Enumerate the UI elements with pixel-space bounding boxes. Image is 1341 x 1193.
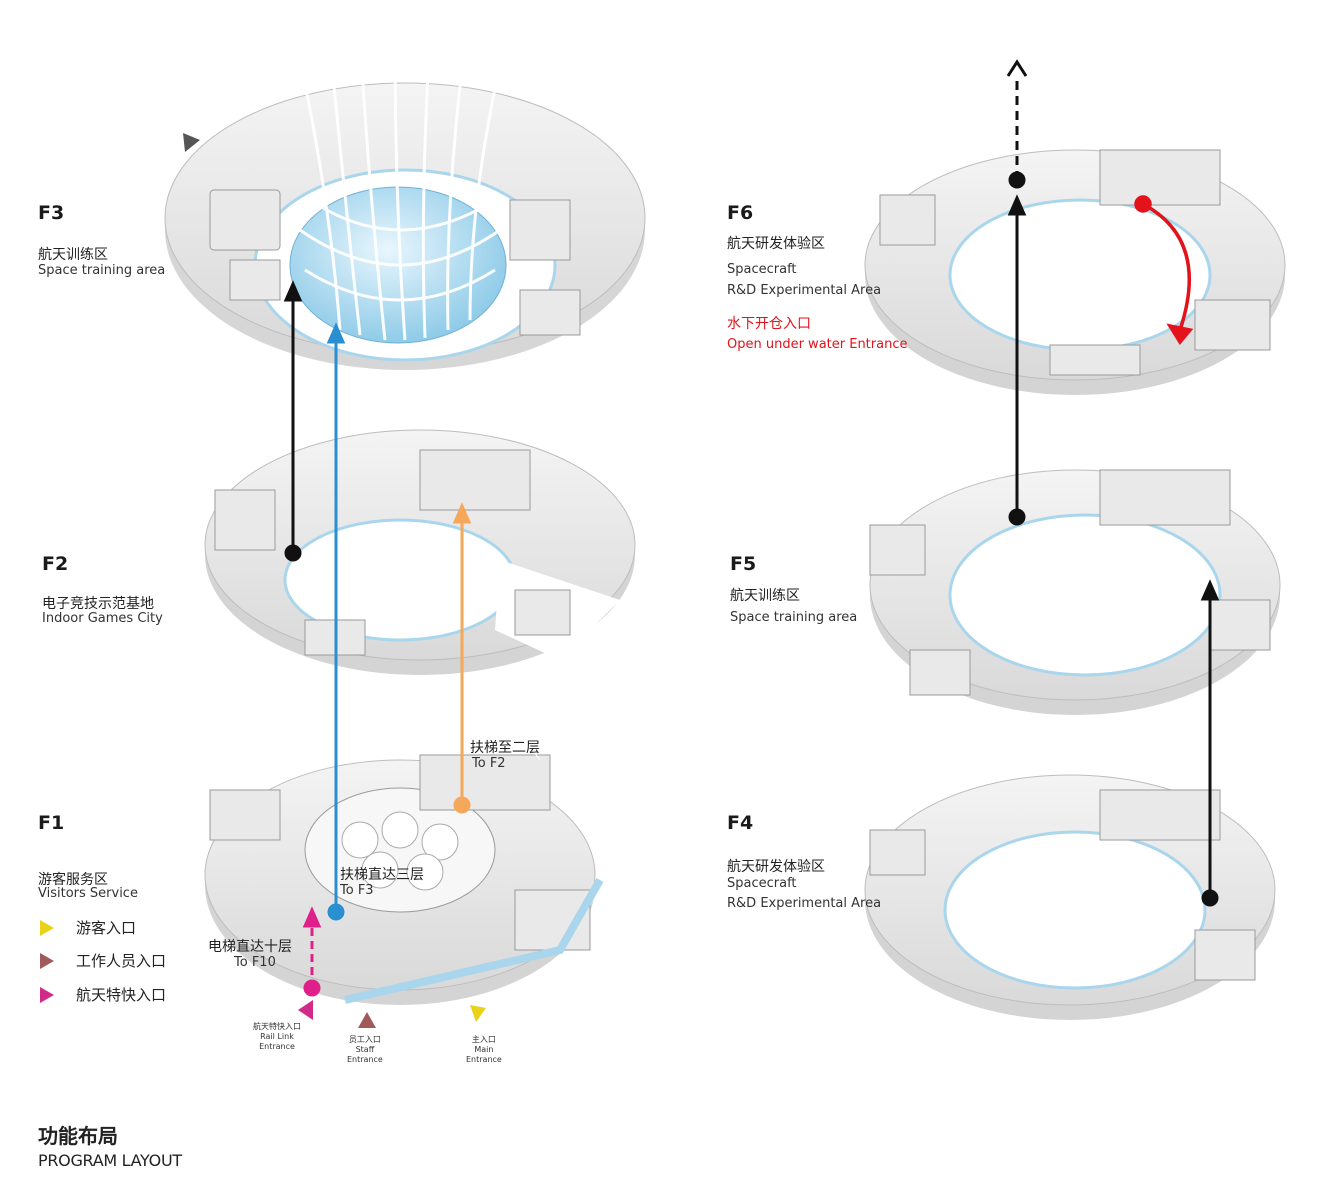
black-arrow-f2-f3 xyxy=(283,280,303,562)
floor-f5-plan xyxy=(869,469,1281,715)
staff-entrance-label: 员工入口 Staff Entrance xyxy=(347,1035,383,1064)
floor-f1-plan xyxy=(204,719,604,1005)
f1-zh-label: 游客服务区 xyxy=(38,872,108,888)
elevator-zh: 电梯直达十层 xyxy=(208,939,292,955)
triangle-icon xyxy=(40,986,54,1003)
main-entrance-marker xyxy=(470,1005,486,1022)
page-title-zh: 功能布局 xyxy=(38,1124,118,1148)
magenta-arrow-to-f10 xyxy=(302,906,322,997)
black-dashed-arrow-up xyxy=(1006,59,1028,189)
elevator-en: To F10 xyxy=(234,955,276,970)
f1-en-label: Visitors Service xyxy=(38,886,138,901)
black-arrow-f5-f6 xyxy=(1007,194,1027,526)
legend-rail-entrance: 航天特快入口 xyxy=(40,984,166,1005)
escalator-f3-en: To F3 xyxy=(340,883,374,898)
f6-code: F6 xyxy=(727,202,754,224)
legend-label: 工作人员入口 xyxy=(76,952,167,970)
f3-zh-label: 航天训练区 xyxy=(38,247,108,263)
legend-label: 航天特快入口 xyxy=(76,986,167,1004)
f4-zh-label: 航天研发体验区 xyxy=(727,859,825,875)
staff-entrance-marker xyxy=(358,1012,376,1028)
orange-arrow-f1-f2 xyxy=(452,502,472,814)
floor-f6-plan xyxy=(864,149,1286,395)
f6-en-line2: R&D Experimental Area xyxy=(727,283,882,298)
f4-en-line2: R&D Experimental Area xyxy=(727,896,882,911)
floor-f2-plan xyxy=(204,429,636,675)
escalator-f2-en: To F2 xyxy=(472,756,506,771)
f2-code: F2 xyxy=(42,553,69,575)
f6-en-line1: Spacecraft xyxy=(727,262,797,277)
f6-red-zh: 水下开仓入口 xyxy=(727,316,811,332)
escalator-f2-zh: 扶梯至二层 xyxy=(470,740,540,756)
triangle-icon xyxy=(40,952,54,969)
legend-label: 游客入口 xyxy=(76,919,137,937)
floor-f4-plan xyxy=(864,774,1276,1020)
f3-en-label: Space training area xyxy=(38,263,166,278)
triangle-icon xyxy=(40,919,54,936)
blue-arrow-f1-f3 xyxy=(326,322,346,921)
f3-code: F3 xyxy=(38,202,65,224)
f6-zh-label: 航天研发体验区 xyxy=(727,236,825,252)
floor-f3-plan xyxy=(164,39,646,370)
f5-code: F5 xyxy=(730,553,757,575)
f4-code: F4 xyxy=(727,812,754,834)
f5-en-label: Space training area xyxy=(730,610,858,625)
f6-red-en: Open under water Entrance xyxy=(727,337,908,352)
f5-zh-label: 航天训练区 xyxy=(730,588,800,604)
escalator-f3-zh: 扶梯直达三层 xyxy=(340,867,424,883)
black-arrow-f4-f5 xyxy=(1200,579,1220,907)
f4-en-line1: Spacecraft xyxy=(727,876,797,891)
rail-entrance-label: 航天特快入口 Rail Link Entrance xyxy=(253,1022,301,1051)
legend-visitor-entrance: 游客入口 xyxy=(40,917,136,938)
f2-en-label: Indoor Games City xyxy=(42,611,163,626)
rail-entrance-marker xyxy=(298,1000,313,1020)
f2-zh-label: 电子竞技示范基地 xyxy=(42,596,154,612)
f1-code: F1 xyxy=(38,812,65,834)
main-entrance-label: 主入口 Main Entrance xyxy=(466,1035,502,1064)
page-title-en: PROGRAM LAYOUT xyxy=(38,1151,182,1170)
legend-staff-entrance: 工作人员入口 xyxy=(40,950,166,971)
red-curved-arrow xyxy=(1134,195,1194,345)
